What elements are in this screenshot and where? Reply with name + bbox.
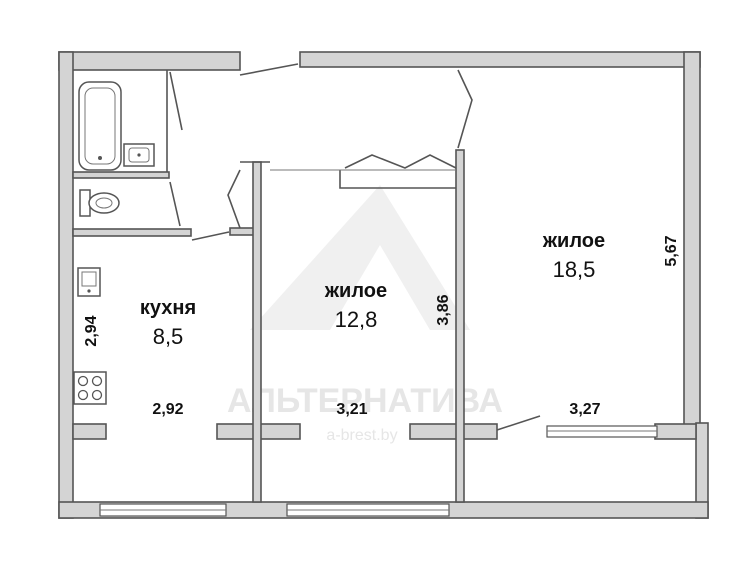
- kitchen-height-dim: 2,94: [83, 315, 100, 346]
- windows: [99, 425, 658, 517]
- living-middle-area: 12,8: [335, 307, 378, 332]
- fixtures: [73, 81, 155, 405]
- room-labels: кухня 8,5 жилое 12,8 жилое 18,5: [140, 230, 605, 349]
- doors: [169, 63, 541, 431]
- right-height-dim: 5,67: [663, 235, 680, 266]
- middle-width-dim: 3,21: [336, 401, 367, 418]
- sink-icon: [123, 143, 155, 167]
- toilet-icon: [79, 189, 120, 217]
- kitchen-sink-icon: [77, 267, 101, 297]
- kitchen-area: 8,5: [153, 324, 184, 349]
- stove-icon: [73, 371, 107, 405]
- kitchen-name: кухня: [140, 297, 196, 319]
- dimension-labels: 2,94 2,92 3,21 3,86 3,27 5,67: [83, 235, 680, 418]
- interior-walls: [72, 70, 465, 503]
- living-middle-name: жилое: [324, 280, 387, 302]
- watermark-site: a-brest.by: [326, 427, 397, 444]
- living-right-name: жилое: [542, 230, 605, 252]
- living-right-area: 18,5: [553, 257, 596, 282]
- kitchen-width-dim: 2,92: [152, 401, 183, 418]
- bathtub-icon: [78, 81, 122, 171]
- right-width-dim: 3,27: [569, 401, 600, 418]
- middle-height-dim: 3,86: [435, 294, 452, 325]
